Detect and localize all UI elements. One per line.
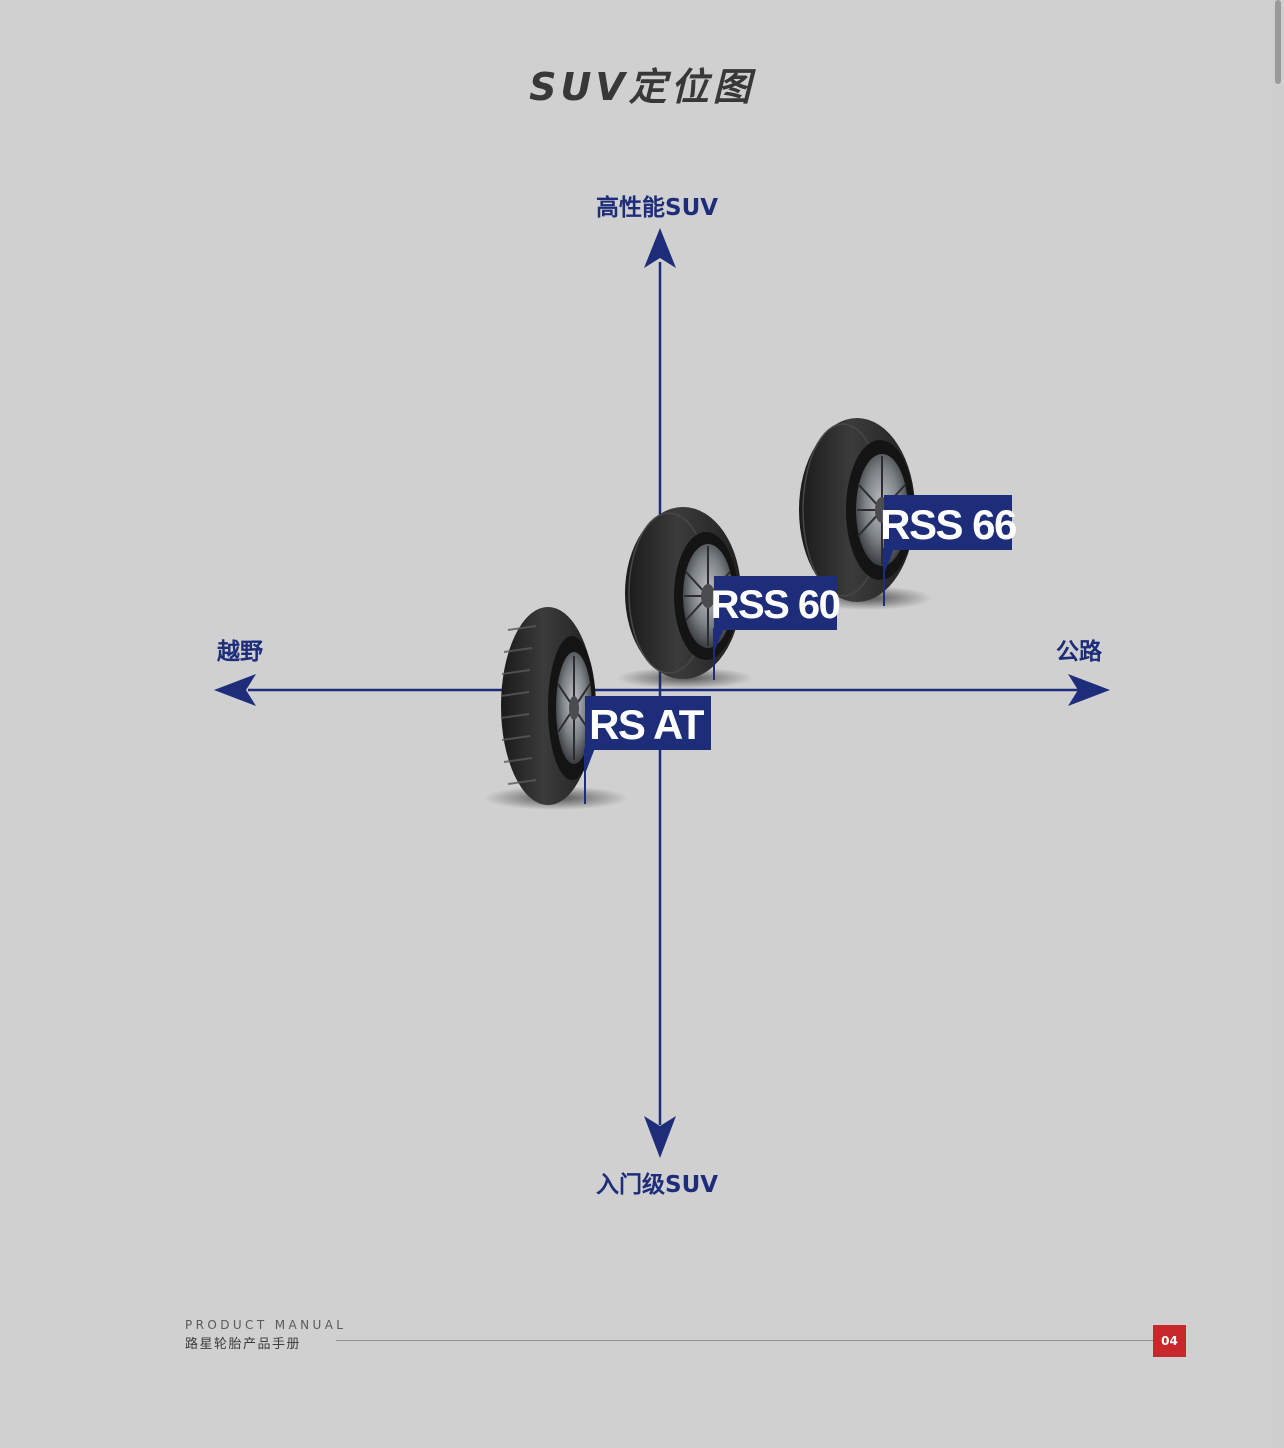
axes	[214, 228, 1110, 1158]
footer-divider	[336, 1340, 1154, 1341]
tag-label: RSS 66	[880, 501, 1016, 548]
axis-label-right: 公路	[1056, 632, 1102, 666]
scrollbar-thumb[interactable]	[1275, 0, 1281, 84]
axis-label-left: 越野	[217, 632, 263, 666]
footer-chinese-title: 路星轮胎产品手册	[185, 1333, 301, 1352]
axis-label-top: 高性能SUV	[596, 188, 718, 222]
tag-tail	[585, 748, 595, 774]
axis-label-bottom: 入门级SUV	[596, 1165, 718, 1199]
all-terrain-tire-icon	[501, 607, 596, 805]
footer-english-title: PRODUCT MANUAL	[185, 1318, 346, 1332]
tag-label: RSS 60	[711, 583, 840, 627]
page-number-badge: 04	[1153, 1325, 1186, 1357]
tag-label: RS AT	[589, 701, 705, 748]
scrollbar-track[interactable]	[1272, 0, 1284, 1448]
